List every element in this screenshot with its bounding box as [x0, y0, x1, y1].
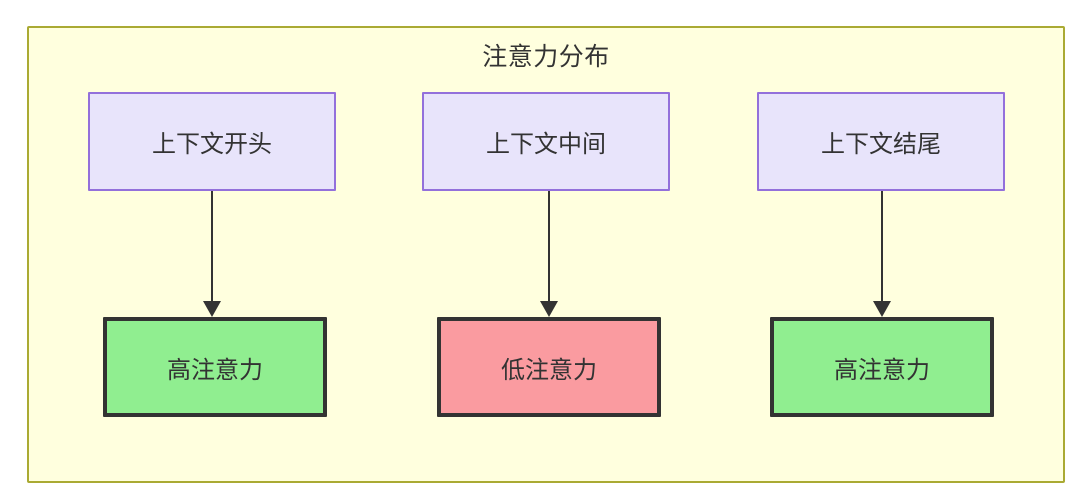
node-context-start[interactable]: 上下文开头	[88, 92, 336, 191]
node-label: 低注意力	[501, 356, 597, 384]
node-label: 上下文开头	[152, 131, 272, 158]
node-label: 上下文中间	[486, 131, 606, 158]
node-context-end[interactable]: 上下文结尾	[757, 92, 1005, 191]
node-label: 高注意力	[167, 356, 263, 384]
subgraph-title: 注意力分布	[482, 43, 610, 71]
node-high-attention-end[interactable]: 高注意力	[770, 317, 994, 417]
node-context-middle[interactable]: 上下文中间	[422, 92, 670, 191]
node-low-attention-middle[interactable]: 低注意力	[437, 317, 661, 417]
node-label: 高注意力	[834, 356, 930, 384]
node-label: 上下文结尾	[821, 131, 941, 158]
node-high-attention-start[interactable]: 高注意力	[103, 317, 327, 417]
